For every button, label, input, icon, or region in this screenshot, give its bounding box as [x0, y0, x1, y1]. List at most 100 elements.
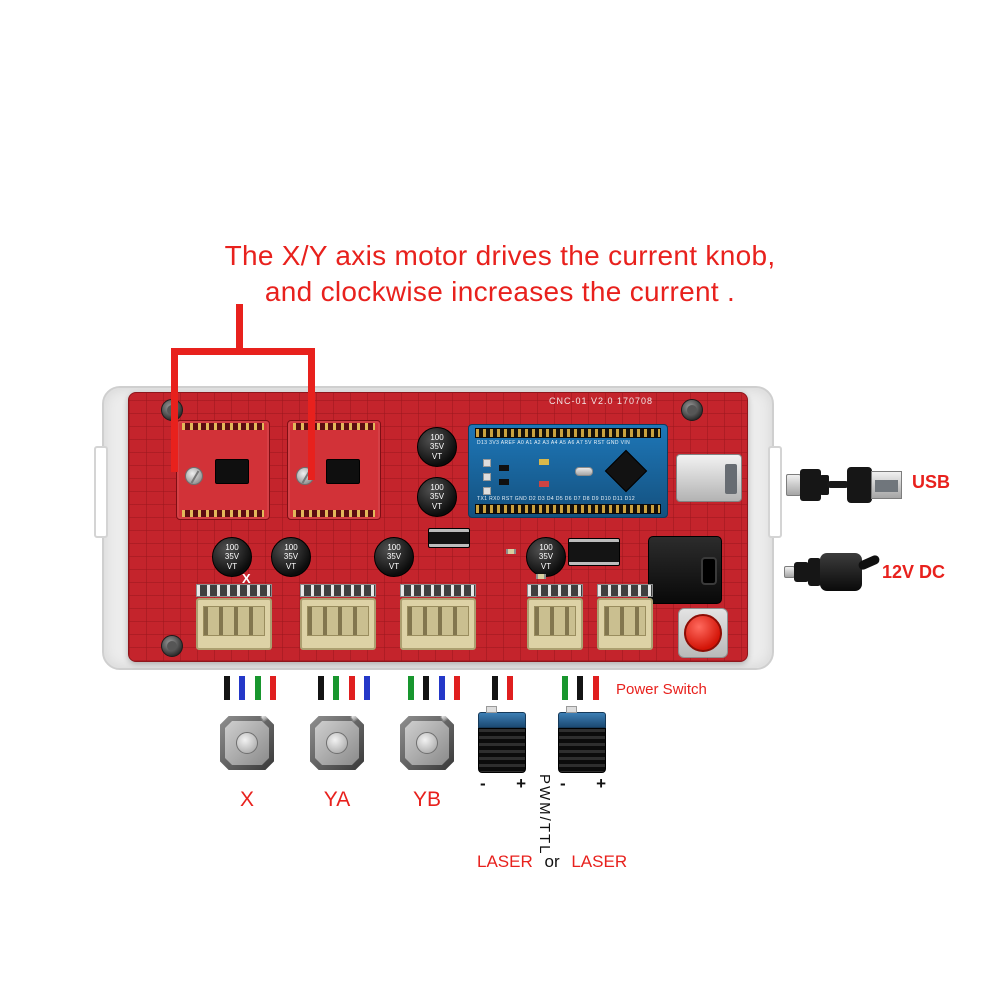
callout-bar: [171, 348, 315, 355]
smd-component: [483, 459, 491, 467]
usb-cable: [786, 458, 906, 512]
cap-text: 100: [430, 483, 444, 493]
motor-yb-label: YB: [412, 788, 441, 811]
dc-power-plug: [784, 550, 884, 594]
wire: [318, 676, 324, 700]
stepper-motor-x: [220, 716, 274, 770]
wire-color-key-x: [224, 676, 281, 700]
stepper-driver-module-2: [287, 420, 381, 520]
crystal-oscillator: [575, 467, 593, 476]
motor-ya-label: YA: [323, 788, 351, 811]
motor-shaft: [439, 716, 454, 723]
cap-text: 35V: [283, 552, 299, 562]
jst-slot: [604, 606, 646, 636]
driver-chip: [326, 459, 360, 484]
wire: [364, 676, 371, 700]
wire: [224, 676, 230, 700]
cap-text: 100: [284, 543, 298, 553]
power-switch-label: Power Switch: [616, 681, 707, 698]
dc-power-jack: [648, 536, 722, 604]
laser-module-2: [558, 706, 606, 774]
smd-component: [483, 473, 491, 481]
capacitor: 100 35V VT: [417, 477, 457, 517]
cap-text: 100: [225, 543, 239, 553]
cap-text: 35V: [224, 552, 240, 562]
cap-text: VT: [540, 561, 552, 571]
jst-slot: [407, 606, 469, 636]
cap-text: VT: [285, 561, 297, 571]
cap-text: 100: [539, 543, 553, 553]
wire: [562, 676, 568, 700]
wire: [577, 676, 584, 700]
cap-text: 35V: [386, 552, 402, 562]
laser1-polarity: - +: [480, 774, 526, 794]
wire: [239, 676, 246, 700]
dc-plug-collar: [808, 558, 821, 586]
usb-mini-plug-tip: [786, 474, 801, 496]
laser-driver-top: [558, 706, 606, 728]
motor-hub: [416, 732, 438, 754]
plus-sign: +: [516, 774, 526, 793]
smd-resistor: [536, 574, 546, 579]
screw-icon: [681, 399, 703, 421]
dc-jack-opening: [701, 557, 717, 585]
nano-pin-header: [475, 428, 661, 438]
nano-pin-labels-top: D13 3V3 AREF A0 A1 A2 A3 A4 A5 A6 A7 5V …: [477, 440, 631, 446]
cap-text: 35V: [429, 492, 445, 502]
wire: [423, 676, 430, 700]
jst-connector-x: [196, 598, 272, 650]
callout-arm-left: [171, 348, 178, 472]
wire: [254, 676, 261, 700]
wire: [408, 676, 414, 700]
capacitor: 100 35V VT: [526, 537, 566, 577]
capacitor: 100 35V VT: [374, 537, 414, 577]
cap-text: 100: [387, 543, 401, 553]
wire: [348, 676, 355, 700]
motor-hub: [326, 732, 348, 754]
driver-chip: [215, 459, 249, 484]
smd-component: [483, 487, 491, 495]
soic-chip: [568, 538, 620, 566]
pcb-x-mark: X: [242, 571, 251, 586]
usb-mini-plug-body: [800, 469, 821, 501]
led-indicator: [539, 459, 549, 465]
cap-text: VT: [226, 561, 238, 571]
laser-caption: LASER or LASER: [477, 852, 627, 872]
wire-color-key-pwm: [562, 676, 604, 700]
jst-connector-laser: [527, 598, 583, 650]
mini-usb-opening: [725, 464, 737, 494]
usb-cable-strain-relief: [820, 475, 829, 495]
connector-pins: [400, 584, 476, 597]
power-switch-button: [684, 614, 722, 652]
capacitor: 100 35V VT: [417, 427, 457, 467]
pwm-ttl-label: PWM/TTL: [536, 774, 553, 856]
stepper-motor-ya: [310, 716, 364, 770]
driver-pin-header: [293, 510, 375, 517]
screw-icon: [161, 635, 183, 657]
jst-slot: [534, 606, 576, 636]
jst-connector-yb: [400, 598, 476, 650]
wire-color-key-yb: [408, 676, 465, 700]
mcu-chip: [604, 449, 648, 493]
stepper-motor-yb: [400, 716, 454, 770]
mini-usb-port: [676, 454, 742, 502]
annotation-line-1: The X/Y axis motor drives the current kn…: [224, 240, 776, 271]
laser-wire-terminal: [566, 706, 577, 713]
wire: [454, 676, 461, 700]
driver-pin-header: [293, 423, 375, 430]
pcb-silkscreen: CNC-01 V2.0 170708: [549, 396, 654, 406]
driver-pin-header: [182, 510, 264, 517]
wire: [438, 676, 445, 700]
wire: [333, 676, 340, 700]
jst-slot: [203, 606, 265, 636]
motor-shaft: [349, 716, 364, 723]
cap-text: VT: [388, 561, 400, 571]
arduino-nano: D13 3V3 AREF A0 A1 A2 A3 A4 A5 A6 A7 5V …: [468, 424, 668, 518]
connector-pins: [597, 584, 653, 597]
motor-hub: [236, 732, 258, 754]
current-adjust-knob: [185, 467, 203, 485]
laser-wire-terminal: [486, 706, 497, 713]
acrylic-notch-left: [94, 446, 108, 538]
soic-chip: [428, 528, 470, 548]
